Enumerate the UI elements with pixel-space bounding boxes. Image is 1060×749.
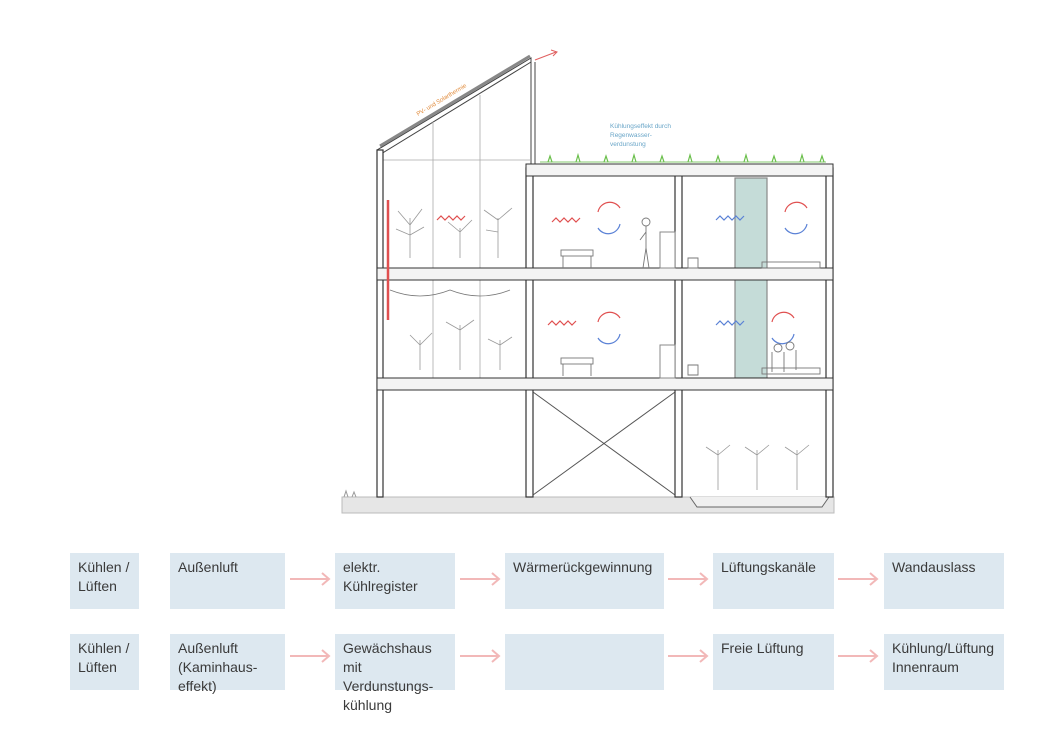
row-1-step-3: Wärmerückgewinnung xyxy=(505,553,664,609)
arrow-icon xyxy=(460,649,501,663)
ground-floor-slab xyxy=(376,377,834,391)
arrow-icon xyxy=(290,649,331,663)
arrow-icon xyxy=(838,572,879,586)
plants xyxy=(395,207,810,490)
arrow-icon xyxy=(460,572,501,586)
roof-slab xyxy=(525,163,834,177)
arrow-icon xyxy=(838,649,879,663)
greenhouse-roof xyxy=(376,57,532,155)
row-2-label: Kühlen / Lüften xyxy=(70,634,139,690)
cooling-note-line-1: Kühlungseffekt durch xyxy=(610,123,671,130)
row-2-step-2: Gewächshaus mit Verdunstungs- kühlung xyxy=(335,634,455,713)
first-floor-slab xyxy=(376,267,834,281)
cooling-note-line-3: verdunstung xyxy=(610,141,646,148)
arrow-icon xyxy=(668,649,709,663)
arrow-icon xyxy=(290,572,331,586)
row-1-step-5: Wandauslass xyxy=(884,553,1004,609)
string-lights xyxy=(389,289,511,297)
row-2-step-3 xyxy=(505,634,664,690)
row-1-step-2: elektr. Kühlregister xyxy=(335,553,455,609)
exhaust-arrow xyxy=(534,51,557,61)
row-2-step-4: Freie Lüftung xyxy=(713,634,834,690)
row-1-step-4: Lüftungskanäle xyxy=(713,553,834,609)
row-2-step-1: Außenluft (Kaminhaus- effekt) xyxy=(170,634,285,694)
green-roof xyxy=(540,152,826,163)
row-2-step-5: Kühlung/Lüftung Innenraum xyxy=(884,634,1004,690)
cooling-note-line-2: Regenwasser- xyxy=(610,132,652,139)
row-1-label: Kühlen / Lüften xyxy=(70,553,139,609)
building-section-drawing: PV- und Solarthermie Kühlungseffekt durc… xyxy=(341,49,835,514)
planter-pit xyxy=(689,496,830,508)
row-1-step-1: Außenluft xyxy=(170,553,285,609)
arrow-icon xyxy=(668,572,709,586)
pv-panel xyxy=(379,54,531,148)
